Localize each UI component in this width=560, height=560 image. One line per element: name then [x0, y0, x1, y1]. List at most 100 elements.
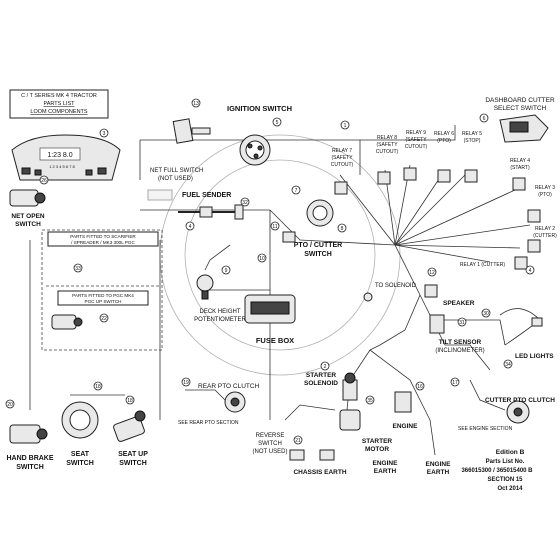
svg-text:SWITCH: SWITCH: [66, 460, 94, 467]
optional-parts-box: PARTS FITTED TO SCARIFIER / SPREADER / M…: [41, 229, 163, 351]
callout-19: [181, 377, 191, 387]
svg-text:PTO / CUTTER: PTO / CUTTER: [294, 242, 342, 249]
svg-text:2: 2: [324, 364, 327, 370]
svg-text:18: 18: [95, 384, 101, 390]
svg-text:SPEAKER: SPEAKER: [443, 300, 475, 307]
svg-text:(START): (START): [510, 165, 530, 171]
svg-text:EARTH: EARTH: [427, 469, 450, 476]
callout-30: [481, 308, 491, 318]
svg-text:32: 32: [242, 200, 248, 206]
svg-text:POTENTIOMETER: POTENTIOMETER: [194, 317, 246, 323]
relay-5: RELAY 5 (STOP): [462, 131, 482, 183]
relay-2: RELAY 2 (CUTTER): [527, 226, 557, 253]
ignition-switch: IGNITION SWITCH 13 5: [172, 98, 292, 166]
callout-18b: [125, 395, 135, 405]
svg-text:16: 16: [417, 384, 423, 390]
callout-4: [525, 265, 535, 275]
svg-text:LED LIGHTS: LED LIGHTS: [515, 353, 554, 360]
callout-33: [73, 263, 83, 273]
svg-text:11: 11: [272, 224, 277, 230]
callout-17: [450, 377, 460, 387]
seat-switch: SEAT SWITCH 18: [61, 381, 103, 467]
svg-text:21: 21: [295, 438, 301, 444]
svg-text:TO SOLENOID: TO SOLENOID: [375, 283, 417, 289]
relay-group: RELAY 7 (SAFETY CUTOUT) RELAY 8 (SAFETY …: [331, 130, 557, 275]
title-line-3: LOOM COMPONENTS: [30, 109, 87, 115]
callout-1: [340, 120, 350, 130]
solenoid-speaker: TO SOLENOID SPEAKER 12: [363, 267, 475, 307]
deck-height-potentiometer: DECK HEIGHT POTENTIOMETER 9: [194, 265, 246, 323]
callout-10: [257, 253, 267, 263]
svg-text:Parts List No.: Parts List No.: [486, 459, 525, 465]
ignition-switch-label: IGNITION SWITCH: [227, 104, 292, 113]
fuel-sender: FUEL SENDER 4 32: [178, 192, 250, 231]
callout-22: [99, 313, 109, 323]
relay-4: RELAY 4 (START): [510, 158, 530, 191]
svg-text:MOTOR: MOTOR: [365, 446, 389, 453]
svg-text:RELAY 4: RELAY 4: [510, 158, 530, 164]
svg-text:SWITCH: SWITCH: [258, 441, 282, 447]
svg-text:RELAY 6: RELAY 6: [434, 131, 454, 137]
svg-text:33: 33: [75, 266, 81, 272]
callout-20: [5, 399, 15, 409]
svg-text:RELAY 7: RELAY 7: [332, 148, 352, 154]
starter-assembly: STARTER SOLENOID STARTER MOTOR CHASSIS E…: [284, 361, 398, 476]
callout-26: [39, 175, 49, 185]
callout-35: [365, 395, 375, 405]
svg-text:19: 19: [183, 380, 189, 386]
dashboard-cutter-label-1: DASHBOARD CUTTER: [485, 97, 555, 104]
svg-text:(NOT USED): (NOT USED): [253, 449, 288, 455]
callout-4b: [185, 221, 195, 231]
relay-8: RELAY 8 (SAFETY CUTOUT): [376, 135, 399, 185]
callout-11: [270, 221, 280, 231]
svg-text:22: 22: [101, 316, 107, 322]
svg-text:31: 31: [459, 320, 465, 326]
svg-text:NET OPEN: NET OPEN: [11, 213, 45, 220]
callout-7: [291, 185, 301, 195]
svg-text:RELAY 1 (CUTTER): RELAY 1 (CUTTER): [460, 262, 505, 268]
callout-34: [503, 359, 513, 369]
net-full-switch: NET FULL SWITCH (NOT USED): [147, 168, 203, 201]
relay-9: RELAY 9 (SAFETY CUTOUT): [403, 130, 428, 181]
svg-text:CUTTER PTO CLUTCH: CUTTER PTO CLUTCH: [485, 397, 555, 404]
callout-32: [240, 197, 250, 207]
svg-text:RELAY 8: RELAY 8: [377, 135, 397, 141]
led-lights: LED LIGHTS 30 34: [481, 308, 554, 369]
svg-text:8: 8: [341, 226, 344, 232]
svg-text:REVERSE: REVERSE: [256, 433, 285, 439]
svg-text:ENGINE: ENGINE: [426, 461, 452, 468]
title-line-1: C / T SERIES MK 4 TRACTOR: [21, 93, 97, 99]
engine: ENGINE 16 ENGINE EARTH: [393, 381, 452, 476]
svg-text:REAR PTO CLUTCH: REAR PTO CLUTCH: [198, 383, 260, 390]
hand-brake-switch: HAND BRAKE SWITCH 20: [5, 399, 54, 471]
svg-text:6: 6: [483, 116, 486, 122]
callout-8: [337, 223, 347, 233]
fuse-box: FUSE BOX 10: [244, 253, 296, 345]
reverse-switch: REVERSE SWITCH (NOT USED): [253, 433, 288, 455]
pto-cutter-switch: PTO / CUTTER SWITCH 7 11 8: [270, 185, 347, 258]
callout-6: [479, 113, 489, 123]
callout-18: [93, 381, 103, 391]
wiring-harness: [29, 125, 531, 431]
svg-text:/ SPREADER / MK3 300L PGC: / SPREADER / MK3 300L PGC: [71, 240, 135, 245]
svg-text:35: 35: [367, 398, 373, 404]
svg-text:DECK HEIGHT: DECK HEIGHT: [199, 309, 240, 315]
svg-text:Edition B: Edition B: [496, 449, 525, 456]
svg-text:4: 4: [529, 268, 532, 274]
svg-text:SEAT UP: SEAT UP: [118, 451, 148, 458]
svg-text:RELAY 9: RELAY 9: [406, 130, 426, 136]
svg-text:RELAY 5: RELAY 5: [462, 131, 482, 137]
svg-text:STARTER: STARTER: [306, 372, 337, 379]
callout-5: [272, 117, 282, 127]
rear-pto-clutch: REAR PTO CLUTCH SEE REAR PTO SECTION 19: [178, 377, 260, 426]
svg-text:SWITCH: SWITCH: [15, 221, 41, 228]
svg-text:SEE ENGINE SECTION: SEE ENGINE SECTION: [458, 426, 513, 432]
svg-text:(NOT USED): (NOT USED): [158, 176, 193, 182]
svg-text:Oct 2014: Oct 2014: [497, 486, 523, 492]
callout-9: [221, 265, 231, 275]
svg-text:FUEL SENDER: FUEL SENDER: [182, 192, 231, 199]
relay-7: RELAY 7 (SAFETY CUTOUT): [331, 148, 354, 195]
svg-text:RELAY 3: RELAY 3: [535, 185, 555, 191]
